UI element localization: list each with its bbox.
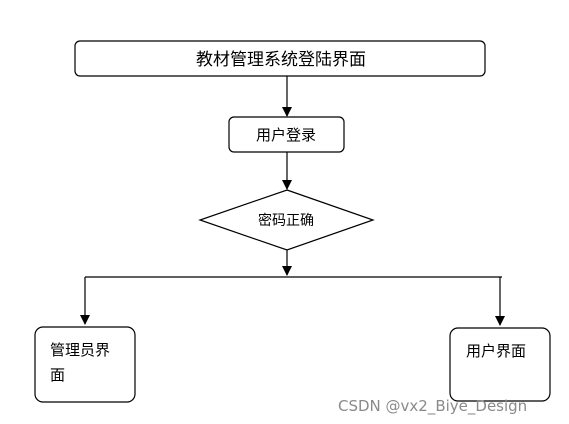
decision-label: 密码正确 <box>258 212 314 229</box>
user-ui-label: 用户界面 <box>466 342 526 360</box>
password-decision-node: 密码正确 <box>198 189 375 251</box>
user-login-label: 用户登录 <box>256 126 316 144</box>
admin-ui-node: 管理员界 面 <box>34 326 136 403</box>
user-ui-node: 用户界面 <box>449 327 551 402</box>
csdn-watermark: CSDN @vx2_Biye_Design <box>338 397 527 416</box>
title-label: 教材管理系统登陆界面 <box>196 50 366 70</box>
admin-ui-label-line2: 面 <box>50 366 65 384</box>
user-login-node: 用户登录 <box>228 116 345 153</box>
admin-ui-label-line1: 管理员界 <box>50 341 110 359</box>
title-node: 教材管理系统登陆界面 <box>74 40 486 77</box>
